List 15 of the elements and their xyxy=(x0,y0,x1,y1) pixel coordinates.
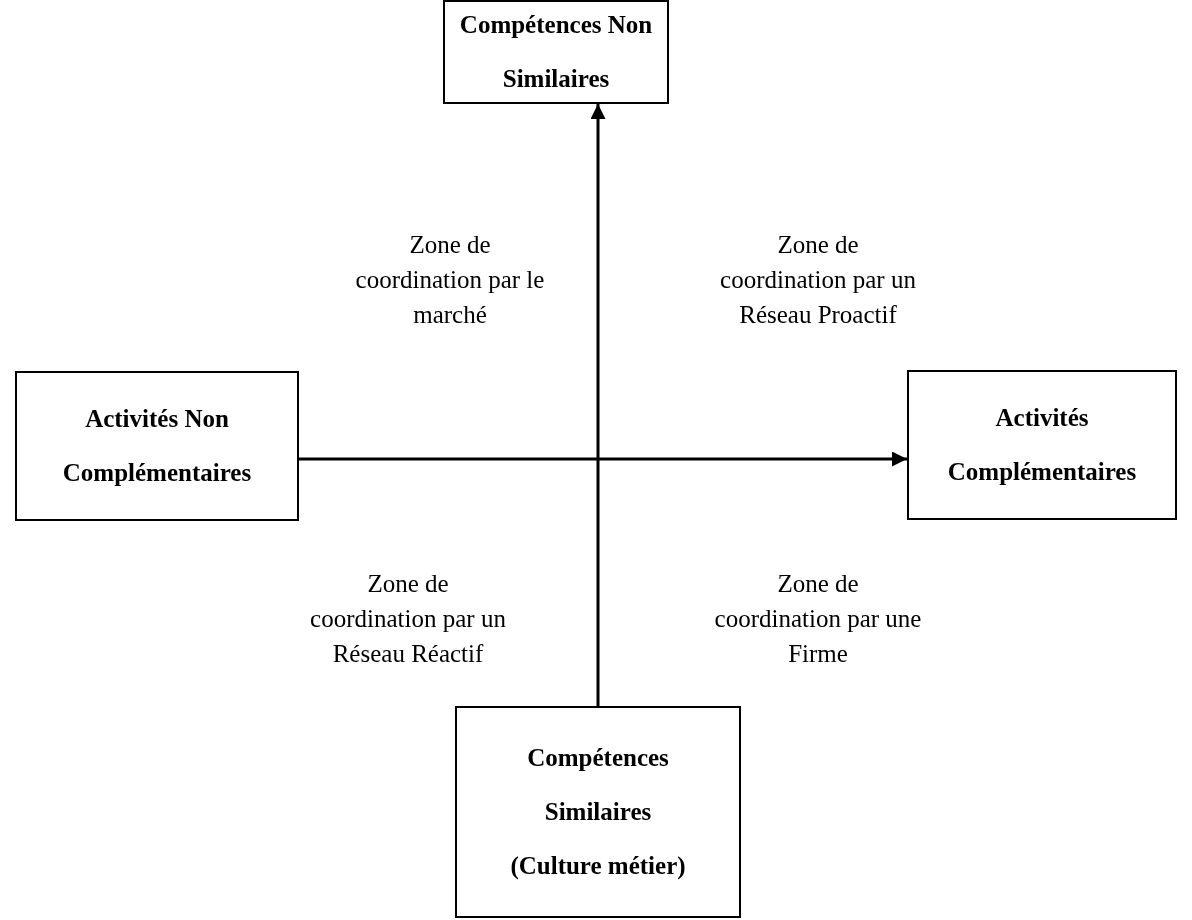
concept-box xyxy=(907,370,1177,520)
zone-label: Zone de coordination par un Réseau Réactif xyxy=(309,569,507,669)
node-text: Compétences Non Similaires xyxy=(458,10,654,94)
arrow xyxy=(590,104,606,706)
zone-label: Zone de coordination par un Réseau Proactif xyxy=(719,230,917,330)
node-text: (Culture métier) xyxy=(510,851,686,882)
zone-label: Zone de coordination par le marché xyxy=(354,230,546,330)
concept-box xyxy=(455,706,741,918)
arrow xyxy=(299,451,907,467)
concept-box xyxy=(443,0,669,104)
concept-box xyxy=(15,371,299,521)
node-text: Compétences Similaires xyxy=(526,743,670,827)
node-text: Activités Complémentaires xyxy=(946,403,1138,487)
node-text: Activités Non Complémentaires xyxy=(61,404,253,488)
zone-label: Zone de coordination par une Firme xyxy=(713,569,923,669)
